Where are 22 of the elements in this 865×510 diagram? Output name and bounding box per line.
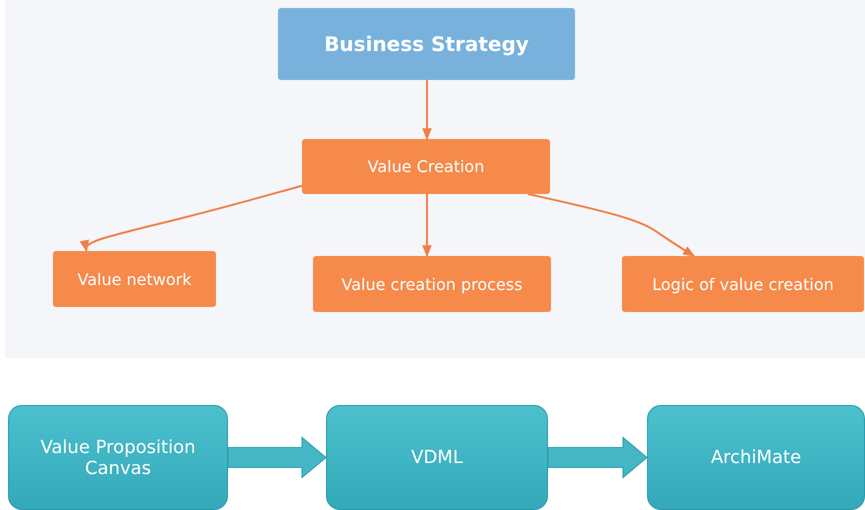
node-label: ArchiMate — [710, 447, 802, 468]
block-arrow — [548, 436, 648, 479]
node-label: Logic of value creation — [652, 274, 834, 294]
method-box — [647, 405, 865, 510]
arrow — [80, 184, 302, 252]
node-label: Value Creation — [368, 157, 484, 176]
process-box — [53, 251, 216, 307]
arrow — [528, 193, 696, 257]
arrow — [422, 194, 432, 258]
node-label: Business Strategy — [324, 32, 529, 56]
node-label: Value Proposition Canvas — [39, 436, 196, 478]
node-label: Value creation process — [342, 274, 522, 294]
method-box — [326, 405, 548, 510]
arrow — [422, 80, 432, 140]
block-arrow — [228, 436, 327, 479]
strategy-box — [278, 8, 575, 80]
method-box — [8, 405, 228, 510]
node-label: VDML — [411, 447, 463, 468]
process-box — [313, 256, 551, 312]
process-box — [302, 139, 550, 194]
node-label: Value network — [78, 270, 192, 288]
process-box — [622, 256, 864, 312]
